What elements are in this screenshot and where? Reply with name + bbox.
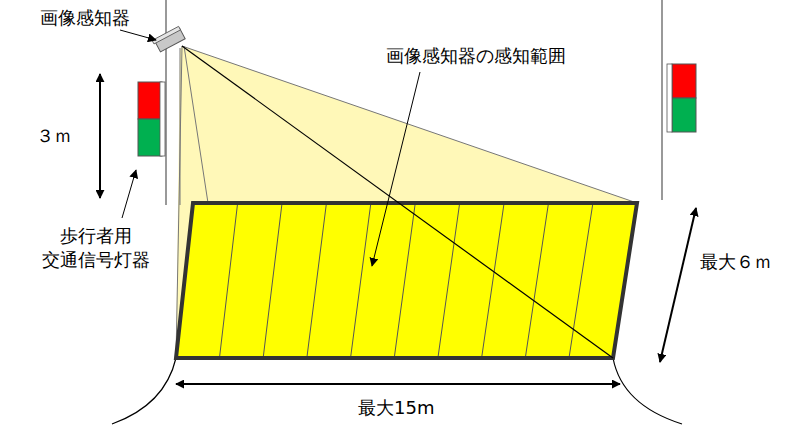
stripe-line	[438, 205, 459, 356]
dimension-label: 最大15m	[358, 396, 434, 420]
stripe-line	[351, 205, 371, 356]
dimension-arrow	[176, 383, 620, 385]
stripe-line	[220, 205, 238, 356]
dimension-arrow	[99, 74, 101, 198]
stripe-line	[307, 205, 326, 356]
detection-area	[176, 203, 637, 358]
sensor-label: 画像感知器	[40, 6, 130, 30]
pedestrian-signal	[667, 64, 696, 132]
image-sensor	[152, 26, 185, 52]
stripe-line	[263, 205, 281, 356]
signal-label: 歩行者用 交通信号灯器	[36, 224, 156, 272]
area-label: 画像感知器の感知範囲	[386, 44, 566, 68]
crosswalk-stripes	[220, 205, 593, 356]
signal-pole	[165, 0, 166, 205]
detection-area-border	[176, 203, 637, 358]
diagonal-line	[182, 46, 613, 358]
leader-line	[122, 170, 136, 218]
stripe-line	[526, 205, 549, 356]
stripe-line	[569, 205, 592, 356]
stripe-line	[395, 205, 416, 356]
dimension-arrow	[660, 208, 696, 362]
field-edge	[184, 46, 208, 203]
leader-line	[120, 30, 156, 40]
dimension-label: ３ｍ	[36, 124, 72, 148]
stripe-line	[482, 205, 504, 356]
leader-line	[372, 72, 420, 266]
curb-right	[613, 358, 682, 424]
field-edge	[182, 46, 637, 203]
signal-pole	[661, 0, 662, 200]
pedestrian-signal	[138, 82, 165, 156]
sensing-field	[176, 46, 637, 358]
dimension-label: 最大６ｍ	[700, 250, 772, 274]
curb-left	[112, 358, 176, 424]
